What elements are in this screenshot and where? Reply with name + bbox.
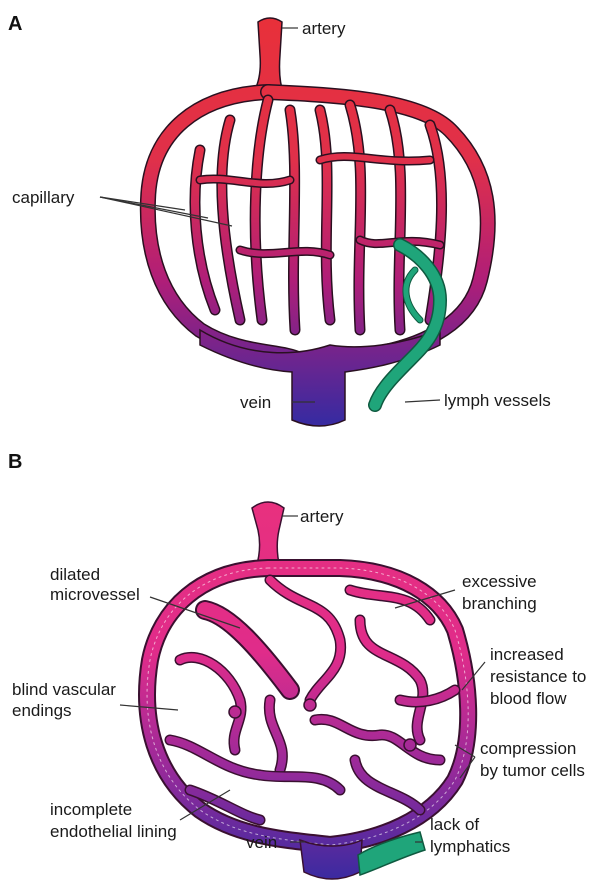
label-artery-a: artery xyxy=(302,19,346,38)
label-increased-1: increased xyxy=(490,645,564,664)
label-compression-1: compression xyxy=(480,739,576,758)
label-lack-2: lymphatics xyxy=(430,837,510,856)
lymph-leader xyxy=(405,400,440,402)
label-increased-2: resistance to xyxy=(490,667,586,686)
label-vein-a: vein xyxy=(240,393,271,412)
tumor-artery-stem xyxy=(252,502,284,568)
label-incomplete-1: incomplete xyxy=(50,800,132,819)
label-artery-b: artery xyxy=(300,507,344,526)
label-excessive-2: branching xyxy=(462,594,537,613)
panel-b: B xyxy=(8,451,586,879)
label-capillary: capillary xyxy=(12,188,75,207)
label-lymph-vessels: lymph vessels xyxy=(444,391,551,410)
label-dilated-2: microvessel xyxy=(50,585,140,604)
panel-a: A xyxy=(8,13,551,426)
artery-stem xyxy=(252,18,284,95)
capillary-network-tumor xyxy=(147,568,468,845)
panel-b-letter: B xyxy=(8,451,22,473)
label-increased-3: blood flow xyxy=(490,689,567,708)
label-blind-2: endings xyxy=(12,701,72,720)
label-blind-1: blind vascular xyxy=(12,680,116,699)
label-lack-1: lack of xyxy=(430,815,479,834)
label-compression-2: by tumor cells xyxy=(480,761,585,780)
label-incomplete-2: endothelial lining xyxy=(50,822,177,841)
label-dilated-1: dilated xyxy=(50,565,100,584)
label-excessive-1: excessive xyxy=(462,572,537,591)
label-vein-b: vein xyxy=(246,833,277,852)
tumor-vein-stem xyxy=(300,840,362,879)
panel-a-letter: A xyxy=(8,13,22,35)
